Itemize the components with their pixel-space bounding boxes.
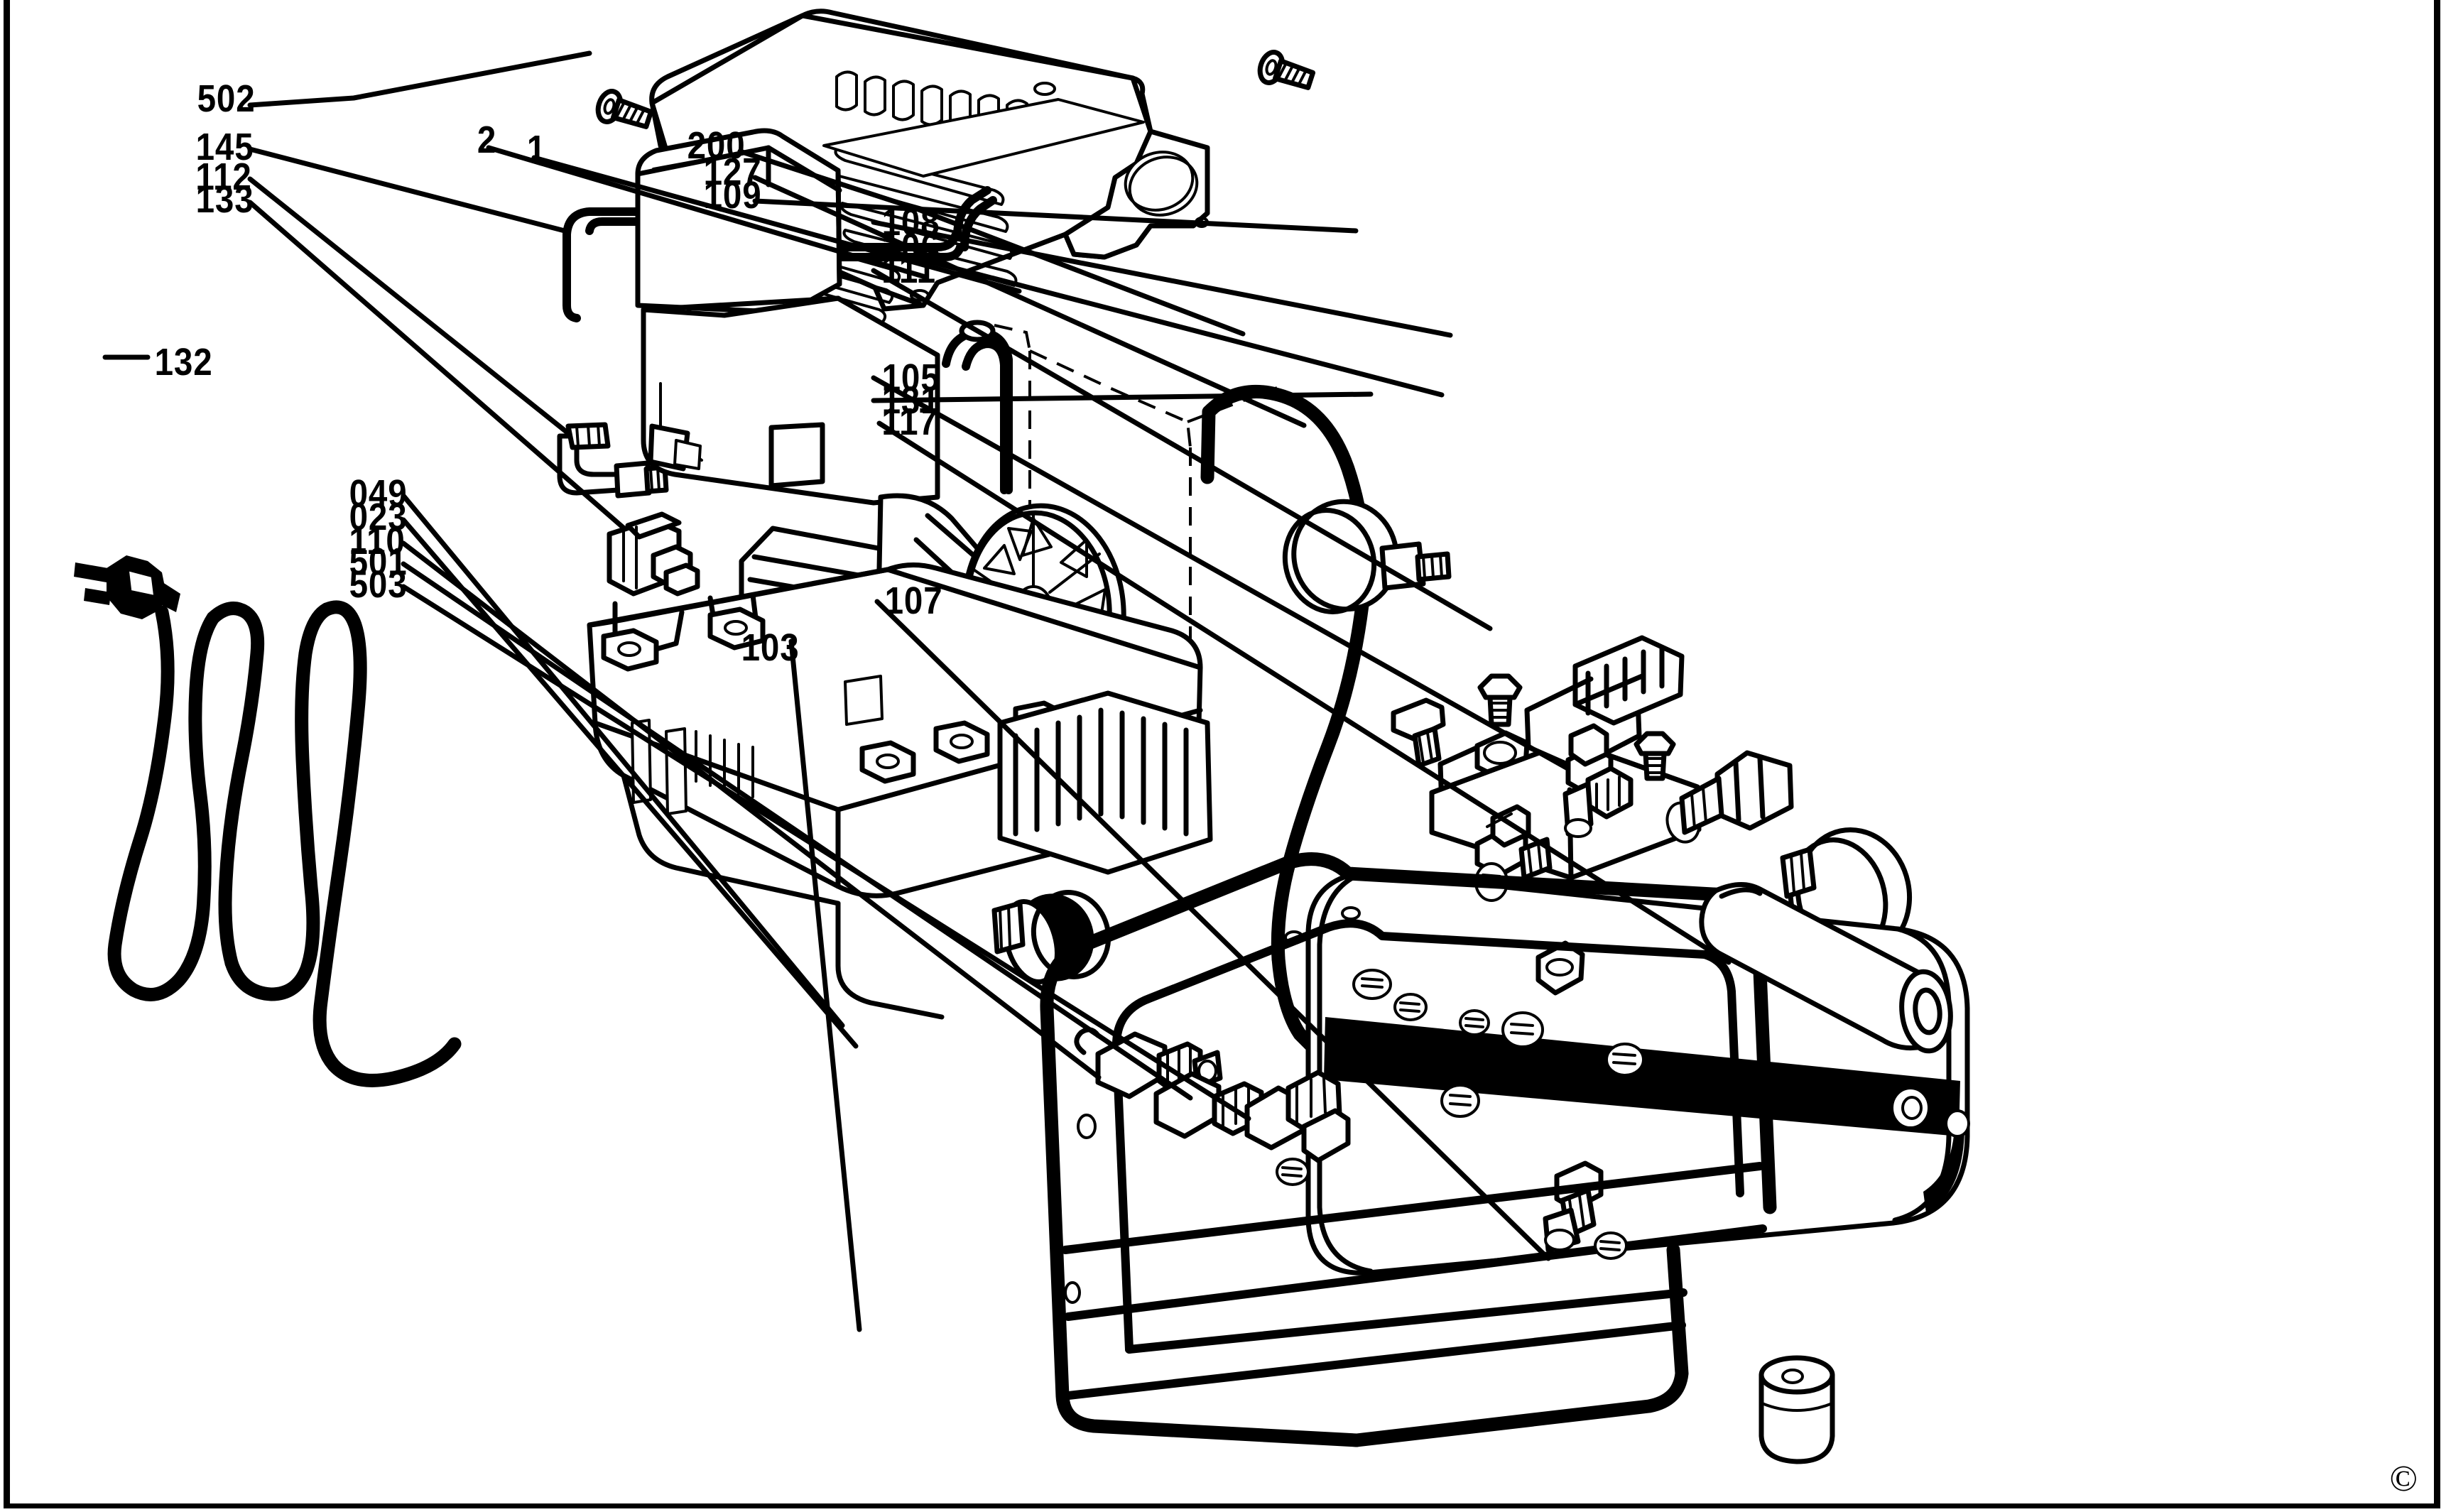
callout-1[interactable]: 1 — [526, 128, 547, 170]
rubber-foot — [1759, 1355, 1835, 1464]
elbow-outlet-fitting — [1244, 1070, 1351, 1163]
pressure-regulator-knob — [1524, 635, 1685, 771]
callout-132[interactable]: 132 — [154, 341, 213, 384]
callout-leader-lines — [102, 50, 1732, 1332]
hose-clamp — [1391, 697, 1446, 768]
callout-145[interactable]: 145 — [195, 126, 254, 168]
callout-503[interactable]: 503 — [349, 563, 408, 606]
callout-127[interactable]: 127 — [703, 151, 762, 193]
callout-108[interactable]: 108 — [881, 201, 940, 244]
callout-133[interactable]: 133 — [195, 178, 254, 221]
cover-screws — [595, 50, 1316, 129]
tank-outlet-fittings — [1074, 1027, 1351, 1163]
assembly-bolts — [1477, 673, 1676, 781]
handle-grip — [1699, 881, 1953, 1054]
callout-200[interactable]: 200 — [687, 124, 746, 167]
callout-111[interactable]: 111 — [881, 249, 936, 291]
callout-107[interactable]: 107 — [884, 580, 943, 622]
callout-501[interactable]: 501 — [349, 540, 408, 583]
quick-coupler — [1679, 750, 1794, 835]
callout-106[interactable]: 106 — [881, 226, 940, 268]
tubular-frame — [1040, 852, 1953, 1447]
copyright-mark: © — [2389, 1459, 2418, 1499]
callout-103[interactable]: 103 — [741, 626, 800, 669]
callout-023[interactable]: 023 — [349, 496, 408, 538]
callout-110[interactable]: 110 — [349, 520, 406, 562]
capacitor-connector — [607, 511, 700, 597]
callout-109[interactable]: 109 — [703, 174, 762, 217]
callout-2[interactable]: 2 — [477, 119, 497, 161]
callout-049[interactable]: 049 — [349, 472, 408, 515]
cylinder-plug — [991, 890, 1111, 985]
page-border — [4, 0, 2440, 1508]
callout-112[interactable]: 112 — [195, 156, 252, 198]
callout-502[interactable]: 502 — [197, 77, 256, 120]
callout-131[interactable]: 131 — [881, 379, 940, 422]
elbow-fitting — [557, 422, 669, 499]
assembly-reference-lines — [994, 324, 1278, 648]
tee-fitting — [1562, 723, 1634, 838]
power-cord — [74, 555, 462, 1087]
callout-117[interactable]: 117 — [881, 401, 938, 443]
callout-105[interactable]: 105 — [881, 357, 940, 399]
motor-housing — [587, 562, 1213, 1020]
